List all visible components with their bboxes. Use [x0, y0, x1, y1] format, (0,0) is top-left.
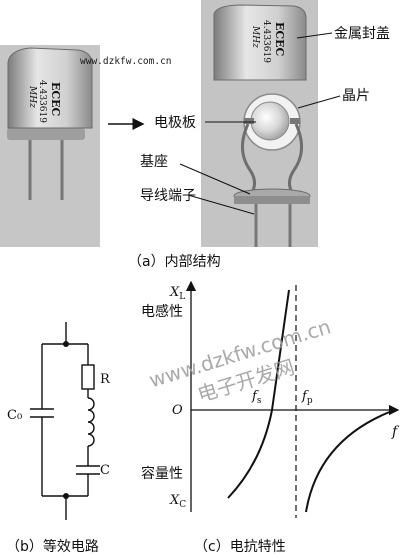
crystal-photo-assembled: ECEC 4.433619 MHz — [0, 45, 100, 247]
label-chip: 晶片 — [342, 88, 370, 104]
junction-top — [63, 341, 69, 347]
label-f-axis: f — [391, 424, 400, 440]
electrode-plate-disc — [250, 101, 290, 141]
label-fs: fs — [251, 389, 262, 406]
label-xc: XC — [169, 493, 186, 510]
crystal-can — [7, 47, 93, 129]
label-r: R — [100, 372, 111, 387]
caption-b: （b）等效电路 — [6, 538, 99, 555]
label-base: 基座 — [140, 153, 168, 170]
metal-cover — [213, 4, 307, 81]
support-wire-right — [287, 123, 303, 193]
label-lead-terminal: 导线端子 — [140, 188, 196, 204]
junction-bottom — [63, 493, 69, 499]
label-xl: XL — [169, 285, 185, 302]
cover-frequency-text: 4.433619 — [261, 20, 271, 63]
label-c: C — [100, 463, 110, 478]
crystal-base — [7, 128, 85, 140]
curve-series-branch — [227, 289, 290, 499]
leader-base — [179, 163, 251, 195]
cover-unit-text: MHz — [250, 25, 260, 48]
support-wire-left — [241, 123, 257, 193]
watermark-top-url: www.dzkfw.com.cn — [80, 56, 172, 67]
clip-right — [290, 118, 300, 124]
cover-brand-text: ECEC — [273, 22, 286, 57]
curve-parallel-branch — [305, 410, 393, 513]
crystal-unit-text: MHz — [27, 85, 37, 108]
reactance-plot — [185, 280, 400, 518]
caption-c: （c）电抗特性 — [194, 539, 286, 555]
label-c0: C₀ — [7, 408, 22, 423]
label-fp: fp — [301, 389, 313, 406]
crystal-frequency-text: 4.433619 — [37, 80, 47, 123]
label-origin: O — [172, 403, 183, 418]
label-capacitive: 容量性 — [141, 465, 183, 482]
leader-lead-terminal — [187, 194, 255, 215]
leader-metal-cover — [296, 32, 333, 39]
leader-chip — [297, 95, 341, 109]
label-metal-cover: 金属封盖 — [334, 26, 390, 42]
label-electrode-plate: 电极板 — [154, 115, 196, 131]
crystal-photo-exploded: ECEC 4.433619 MHz — [201, 0, 318, 247]
resistor-symbol — [81, 364, 95, 390]
caption-a: （a）内部结构 — [128, 254, 221, 270]
base-rim — [234, 196, 310, 204]
inductor-symbol — [87, 397, 95, 447]
equivalent-circuit — [30, 322, 100, 520]
label-inductive: 电感性 — [141, 303, 183, 320]
crystal-brand-text: ECEC — [49, 82, 62, 117]
clip-left — [244, 118, 254, 124]
